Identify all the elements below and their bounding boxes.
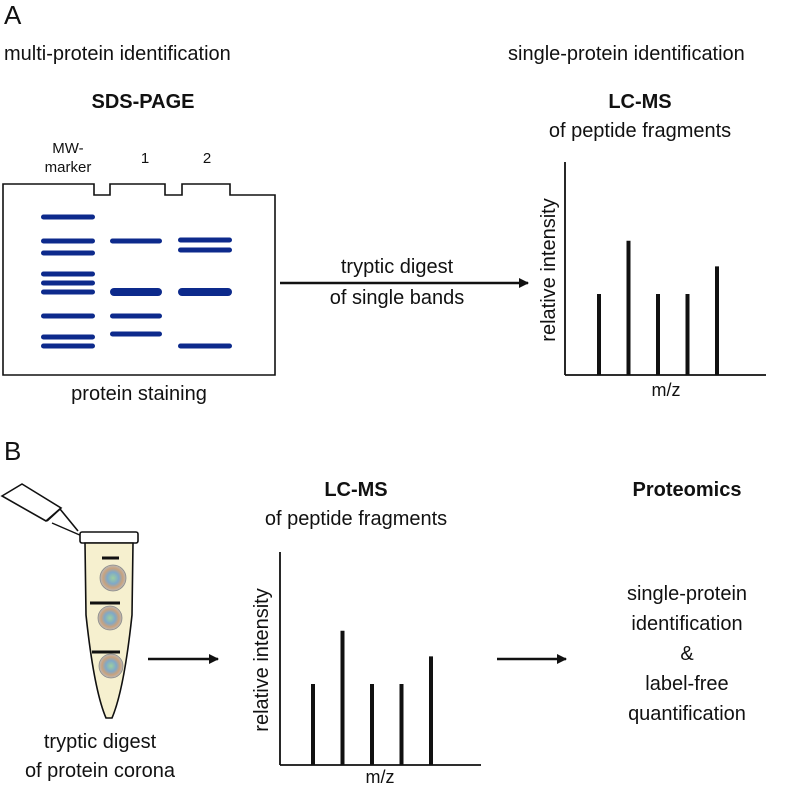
gel-band-lane1-2: [110, 313, 162, 319]
lane-label-2: 2: [203, 150, 211, 167]
ms-a-chart: [564, 162, 766, 376]
ms-a-title: LC-MS: [608, 91, 671, 113]
panel-b-letter: B: [4, 436, 21, 466]
tube-caption-line2: of protein corona: [25, 760, 176, 782]
ms-b-title: LC-MS: [324, 479, 387, 501]
ms-b-chart: [279, 552, 481, 766]
proteomics-title: Proteomics: [633, 479, 742, 501]
digest-arrow-label-line2: of single bands: [330, 287, 465, 309]
lane-label-marker-line2: marker: [45, 159, 92, 176]
gel-outline: [2, 183, 276, 376]
gel-band-lane2-3: [178, 343, 232, 349]
gel-band-lane2-1: [178, 247, 232, 253]
proteomics-line3: &: [680, 643, 694, 665]
tube-caption-line1: tryptic digest: [44, 731, 157, 753]
gel-band-lane1-1: [110, 288, 162, 296]
gel-caption: protein staining: [71, 383, 207, 405]
ms-b-ylabel: relative intensity: [251, 588, 273, 731]
proteomics-line5: quantification: [628, 703, 746, 725]
gel-band-lane0-8: [41, 343, 95, 349]
gel-bands: [41, 214, 232, 349]
ms-b-xlabel: m/z: [366, 767, 395, 787]
gel-band-lane0-4: [41, 280, 95, 286]
gel-band-lane0-3: [41, 271, 95, 277]
panel-a-letter: A: [4, 0, 22, 30]
lane-label-marker-line1: MW-: [52, 140, 83, 157]
proteomics-line2: identification: [631, 613, 742, 635]
ms-a-xlabel: m/z: [652, 380, 681, 400]
digest-arrow-label-line1: tryptic digest: [341, 256, 454, 278]
nanoparticle-1: [99, 564, 127, 592]
lane-label-1: 1: [141, 150, 149, 167]
proteomics-line1: single-protein: [627, 583, 747, 605]
gel-band-lane0-2: [41, 250, 95, 256]
proteomics-line4: label-free: [645, 673, 728, 695]
gel-band-lane2-0: [178, 237, 232, 243]
gel-band-lane2-2: [178, 288, 232, 296]
ms-a-subtitle: of peptide fragments: [549, 120, 731, 142]
gel-title: SDS-PAGE: [92, 91, 195, 113]
panel-a-right-heading: single-protein identification: [508, 43, 745, 65]
ms-b-subtitle: of peptide fragments: [265, 508, 447, 530]
gel-band-lane0-0: [41, 214, 95, 220]
gel-band-lane0-7: [41, 334, 95, 340]
ms-a-ylabel: relative intensity: [538, 198, 560, 341]
panel-a-left-heading: multi-protein identification: [4, 43, 231, 65]
gel-band-lane1-3: [110, 331, 162, 337]
gel-band-lane0-1: [41, 238, 95, 244]
nanoparticle-2: [97, 605, 123, 631]
gel-band-lane0-6: [41, 313, 95, 319]
gel-band-lane1-0: [110, 238, 162, 244]
nanoparticle-3: [98, 653, 124, 679]
tube-icon: [0, 483, 139, 719]
gel-band-lane0-5: [41, 289, 95, 295]
